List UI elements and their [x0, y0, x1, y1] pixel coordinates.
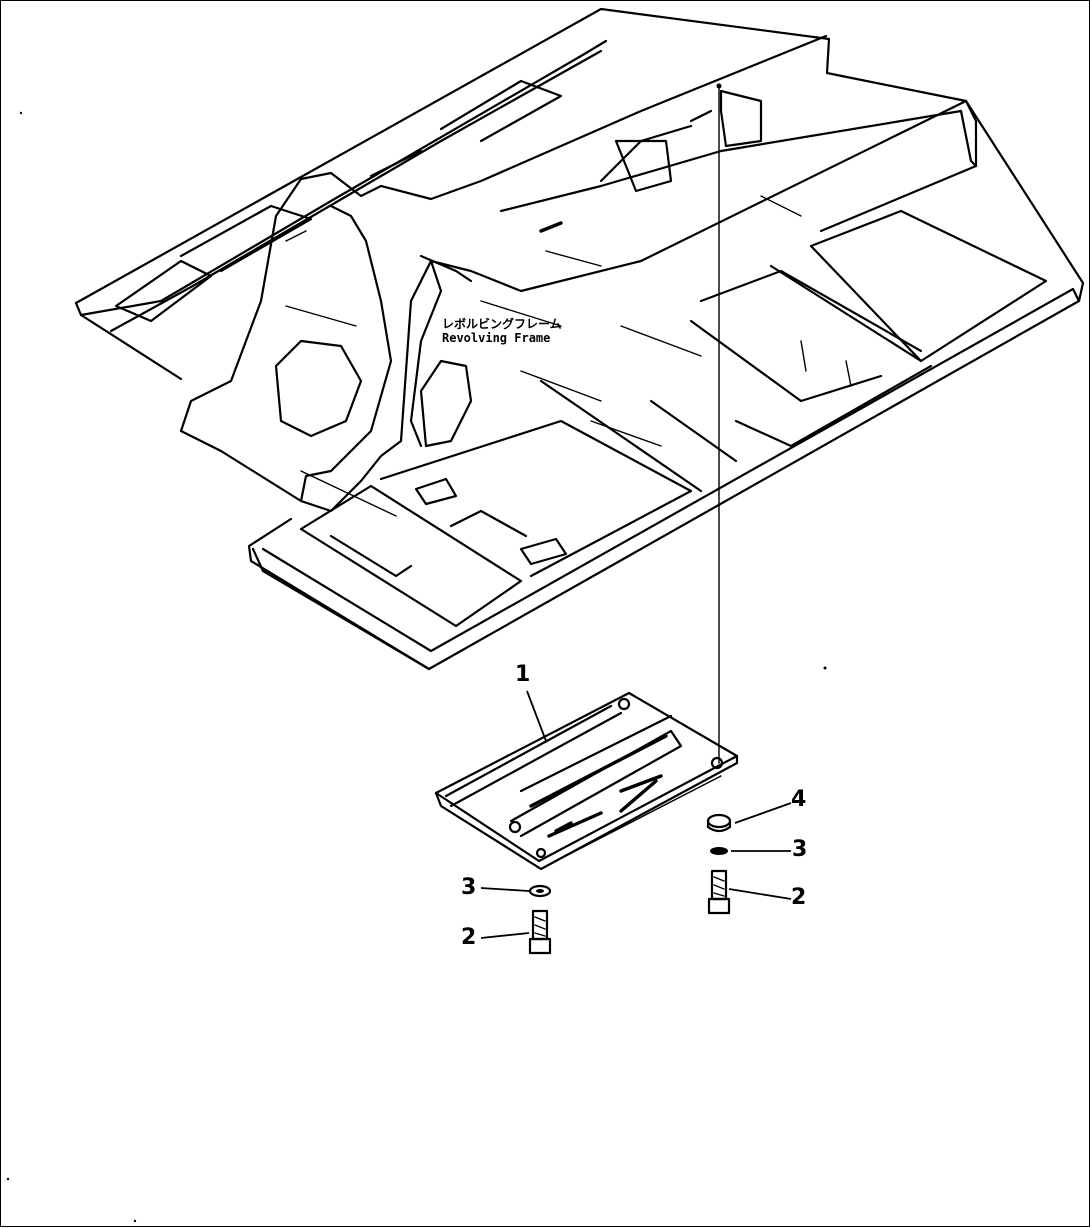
callout-3-left: 3 — [461, 875, 477, 900]
leader-lines — [480, 690, 792, 939]
frame-label-japanese: レボルビングフレーム — [442, 317, 562, 331]
left-hardware-stack — [528, 884, 552, 955]
callout-4: 4 — [791, 787, 807, 812]
callout-2-left: 2 — [461, 925, 477, 950]
revolving-frame — [74, 7, 1085, 671]
callout-1: 1 — [515, 662, 531, 687]
cover-plate — [434, 691, 739, 871]
right-hardware-stack — [706, 813, 732, 915]
callout-2-right: 2 — [791, 885, 807, 910]
frame-label: レボルビングフレーム Revolving Frame — [442, 317, 562, 346]
callout-3-right: 3 — [792, 837, 808, 862]
frame-label-english: Revolving Frame — [442, 331, 551, 346]
